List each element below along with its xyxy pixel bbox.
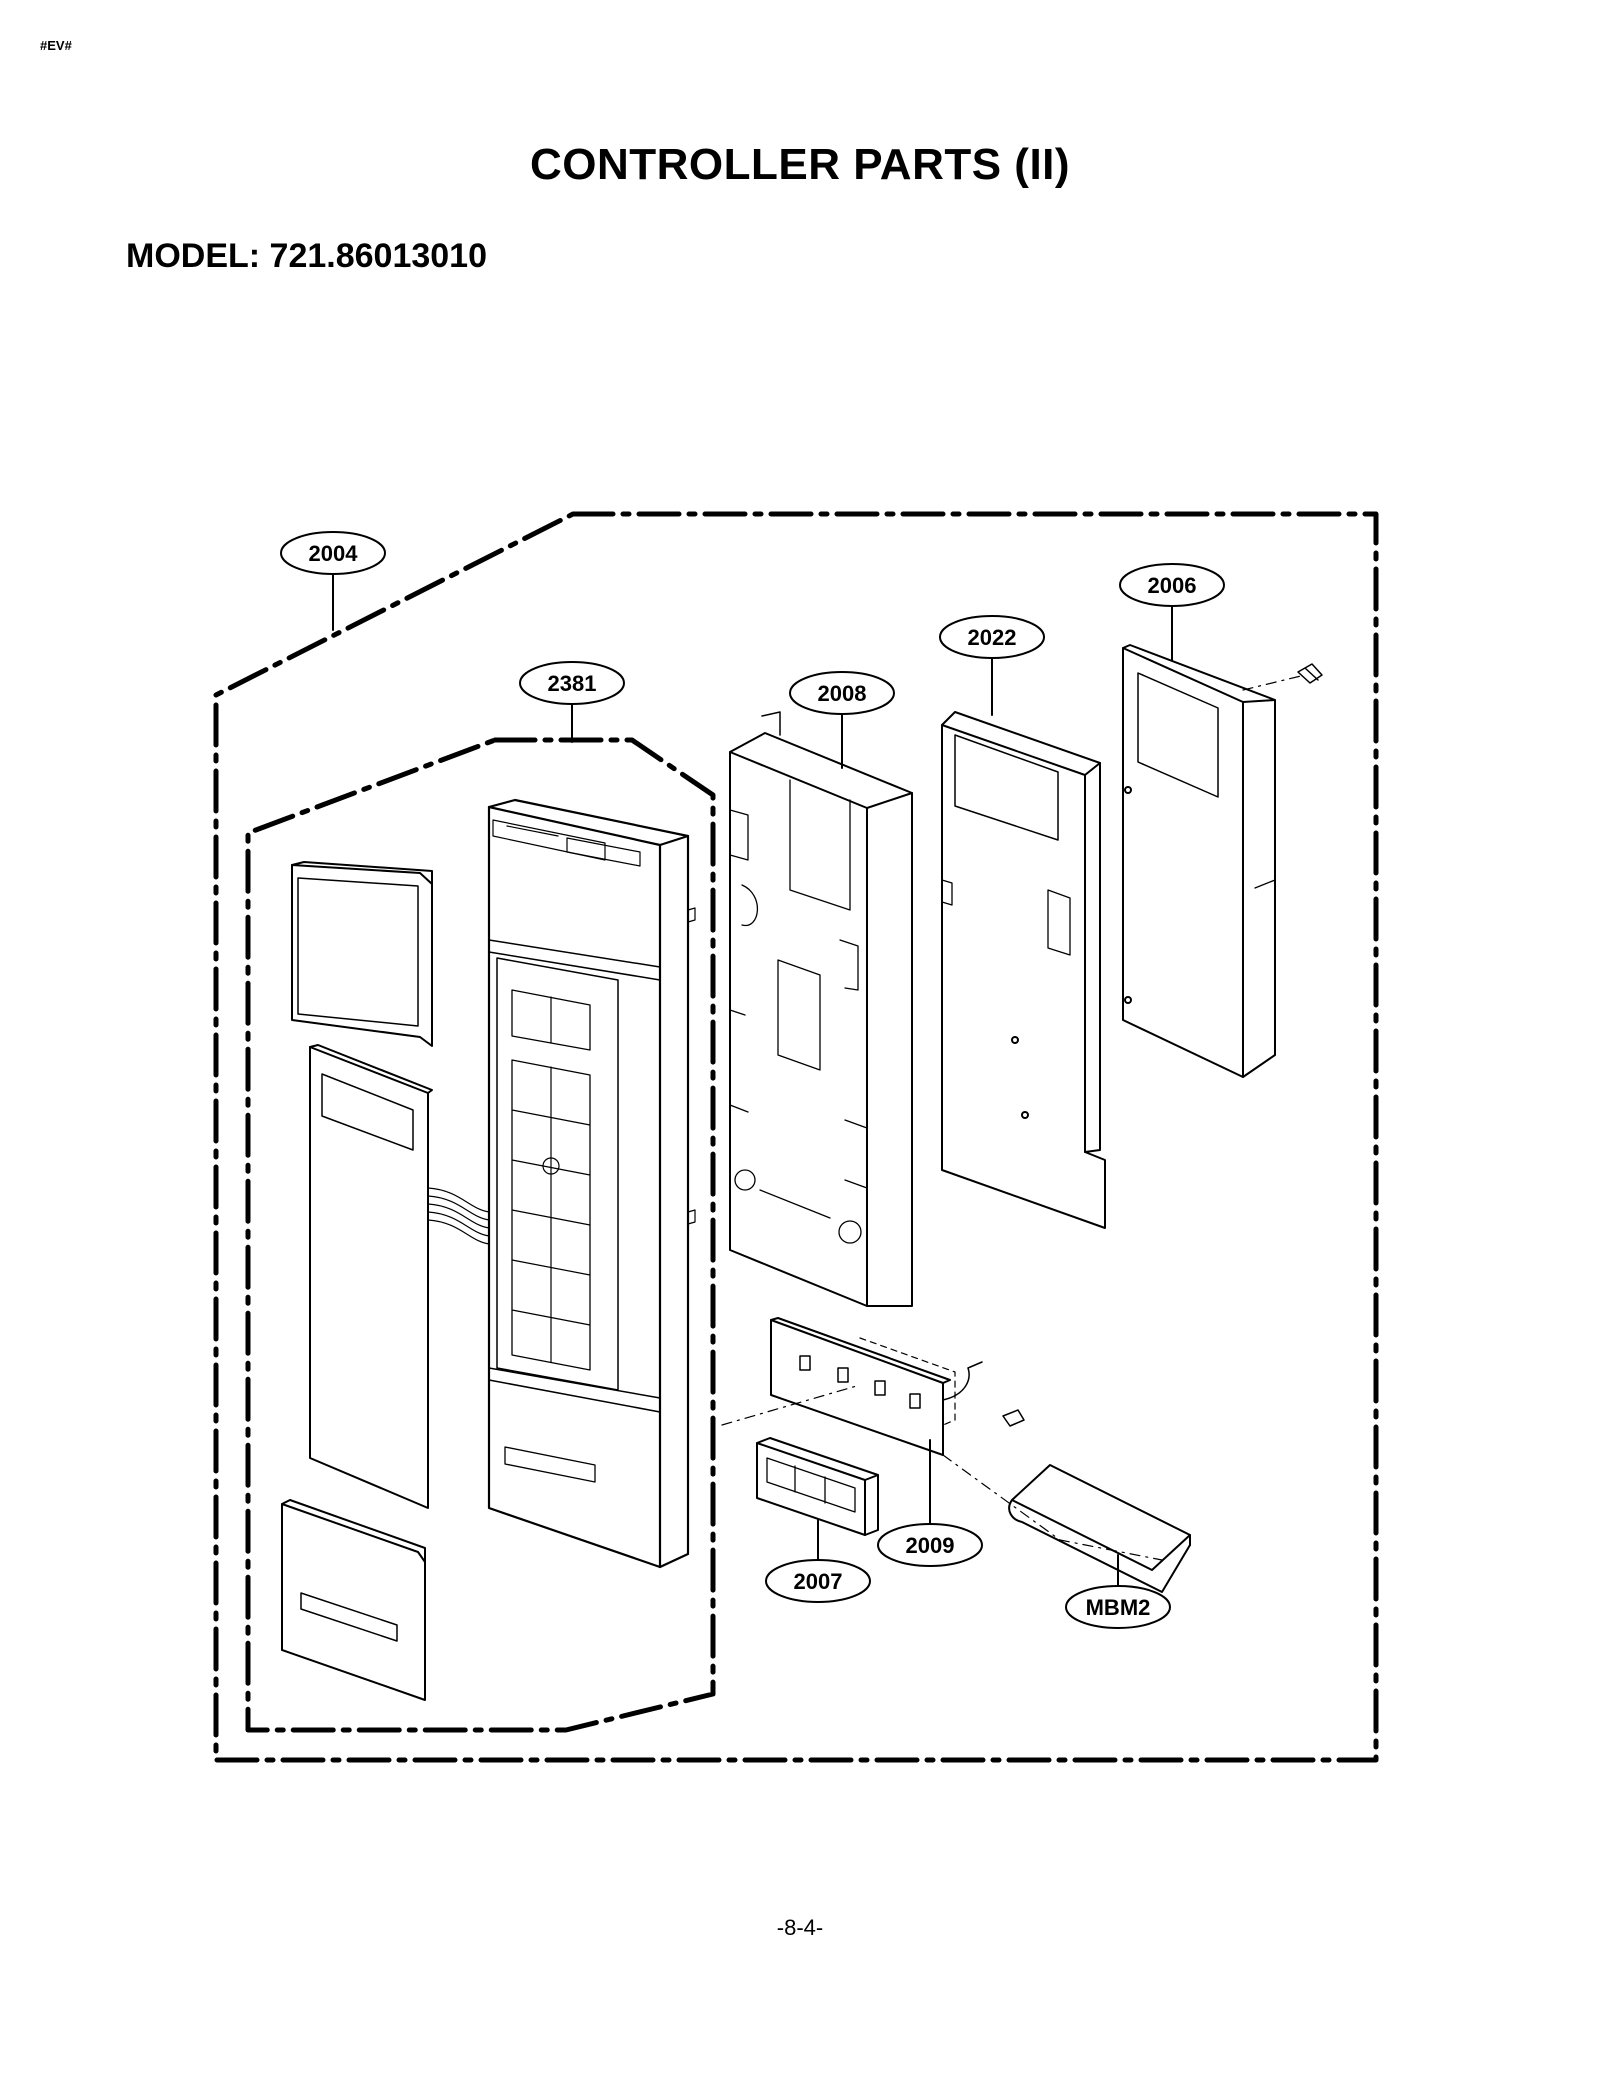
document-code: #EV# xyxy=(40,38,72,53)
button-block xyxy=(756,1437,879,1536)
manual-bag xyxy=(1008,1464,1191,1593)
callout-2009-label: 2009 xyxy=(906,1533,955,1558)
bottom-cover-panel xyxy=(281,1499,426,1701)
page-number: -8-4- xyxy=(776,1915,824,1940)
callout-2006 xyxy=(1119,563,1225,607)
callout-2004-label: 2004 xyxy=(309,541,359,566)
page-title: CONTROLLER PARTS (II) xyxy=(529,140,1071,189)
model-number: MODEL: 721.86013010 xyxy=(126,237,487,275)
membrane-keypad-panel xyxy=(309,1044,491,1509)
assembly-2004-boundary xyxy=(213,511,1379,1763)
callout-2007 xyxy=(765,1559,871,1603)
control-bracket xyxy=(729,711,913,1307)
control-panel-frame xyxy=(487,798,696,1569)
window-panel xyxy=(291,861,433,1047)
callout-2381-label: 2381 xyxy=(548,671,597,696)
key-pcb xyxy=(770,1317,1025,1456)
pcb-assembly xyxy=(1122,644,1323,1078)
callout-2004 xyxy=(280,531,386,575)
callout-mbm2 xyxy=(1065,1585,1171,1629)
callout-2022 xyxy=(939,615,1045,659)
callout-mbm2-label: MBM2 xyxy=(1086,1595,1151,1620)
callout-2007-label: 2007 xyxy=(794,1569,843,1594)
callout-2008-label: 2008 xyxy=(818,681,867,706)
callout-2381 xyxy=(519,661,625,705)
assembly-2381-boundary xyxy=(245,737,716,1733)
callout-2009 xyxy=(877,1523,983,1567)
callout-2008 xyxy=(789,671,895,715)
insulation-sheet xyxy=(941,711,1106,1229)
callout-2022-label: 2022 xyxy=(968,625,1017,650)
callout-2006-label: 2006 xyxy=(1148,573,1197,598)
